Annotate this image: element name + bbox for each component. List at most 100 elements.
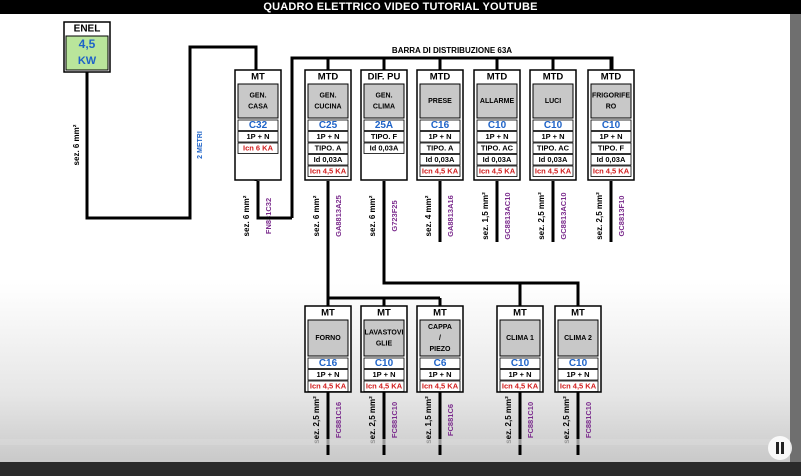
breaker-code: FC881C16 bbox=[334, 402, 343, 438]
breaker-handle bbox=[499, 319, 541, 357]
breaker-code: GA8813A25 bbox=[334, 195, 343, 237]
breaker-row bbox=[363, 380, 405, 392]
breaker-poles: 1P + N bbox=[599, 132, 622, 141]
breaker-name: CLIMA 1 bbox=[506, 335, 534, 342]
breaker-icn: Icn 4,5 KA bbox=[479, 166, 516, 175]
breaker-rating: C16 bbox=[319, 358, 338, 369]
breaker-rating: 25A bbox=[375, 120, 393, 131]
breaker-name: CAPPA bbox=[428, 324, 452, 331]
breaker-type: MT bbox=[377, 308, 391, 319]
breaker-row bbox=[590, 165, 632, 177]
breaker-name: RO bbox=[606, 103, 617, 110]
breaker-tipo: TIPO. A bbox=[427, 143, 454, 152]
breaker-name: GEN. bbox=[319, 92, 336, 99]
breaker-icn: Icn 4,5 KA bbox=[593, 166, 630, 175]
cable-section: sez. 2,5 mm² bbox=[312, 396, 321, 444]
cable-section: sez. 6 mm² bbox=[312, 195, 321, 236]
breaker-row bbox=[419, 119, 461, 131]
breaker-name: LAVASTOVI bbox=[365, 329, 404, 336]
breaker-tipo: TIPO. A bbox=[315, 143, 342, 152]
breaker-row bbox=[532, 142, 574, 154]
breaker-handle bbox=[307, 83, 349, 119]
breaker-type: MTD bbox=[543, 72, 564, 83]
breaker-id: Id 0,03A bbox=[426, 155, 455, 164]
breaker-row bbox=[419, 154, 461, 166]
breaker-name: FORNO bbox=[315, 335, 341, 342]
breaker-name: GLIE bbox=[376, 340, 393, 347]
breaker-code: GC8813AC10 bbox=[503, 192, 512, 239]
breaker-id: Id 0,03A bbox=[539, 155, 568, 164]
breaker-row bbox=[363, 131, 405, 143]
breaker-rating: C10 bbox=[488, 120, 507, 131]
breaker-row bbox=[363, 369, 405, 381]
main-cable-distance: 2 METRI bbox=[197, 131, 204, 159]
breaker-row bbox=[532, 131, 574, 143]
breaker-poles: 1P + N bbox=[566, 370, 589, 379]
enel-power-value: 4,5 bbox=[79, 37, 96, 51]
cable-section: sez. 2,5 mm² bbox=[595, 192, 604, 240]
breaker-row bbox=[307, 154, 349, 166]
breaker-row bbox=[237, 131, 279, 143]
breaker-id: Id 0,03A bbox=[597, 155, 626, 164]
breaker-code: G723F25 bbox=[390, 200, 399, 231]
breaker-type: MT bbox=[433, 308, 447, 319]
breaker-row bbox=[476, 131, 518, 143]
breaker-row bbox=[499, 357, 541, 369]
breaker-icn: Icn 4,5 KA bbox=[366, 381, 403, 390]
breaker-icn: Icn 4,5 KA bbox=[560, 381, 597, 390]
breaker-icn: Icn 4,5 KA bbox=[535, 166, 572, 175]
breaker-row bbox=[532, 154, 574, 166]
breaker-row bbox=[307, 165, 349, 177]
breaker-row bbox=[419, 131, 461, 143]
breaker-poles: 1P + N bbox=[508, 370, 531, 379]
video-progress-bar[interactable] bbox=[0, 439, 790, 445]
breaker-type: MTD bbox=[487, 72, 508, 83]
breaker-row bbox=[557, 357, 599, 369]
breaker-name: LUCI bbox=[545, 98, 561, 105]
breaker-icn: Icn 4,5 KA bbox=[422, 381, 459, 390]
breaker-tipo: Id 0,03A bbox=[370, 143, 399, 152]
breaker-rating: C32 bbox=[249, 120, 268, 131]
breaker-handle bbox=[419, 83, 461, 119]
pause-icon[interactable] bbox=[768, 436, 792, 460]
breaker-rating: C10 bbox=[569, 358, 588, 369]
breaker-handle bbox=[590, 83, 632, 119]
main-feed-cable bbox=[85, 45, 258, 220]
breaker-icn: Icn 4,5 KA bbox=[310, 166, 347, 175]
breaker-row bbox=[590, 119, 632, 131]
breaker-name: FRIGORIFE bbox=[592, 92, 630, 99]
breaker-name: GEN. bbox=[249, 92, 266, 99]
breaker-name: ALLARME bbox=[480, 98, 515, 105]
breaker-name: CUCINA bbox=[314, 103, 341, 110]
breaker-poles: 1P + N bbox=[485, 132, 508, 141]
breaker-row bbox=[307, 142, 349, 154]
breaker-handle bbox=[237, 83, 279, 119]
breaker-poles: 1P + N bbox=[316, 370, 339, 379]
breaker-row bbox=[476, 119, 518, 131]
breaker-type: MT bbox=[513, 308, 527, 319]
enel-label: ENEL bbox=[74, 24, 101, 35]
breaker-poles: 1P + N bbox=[428, 132, 451, 141]
breaker-row bbox=[476, 154, 518, 166]
breaker-type: MT bbox=[251, 72, 265, 83]
breaker-rating: C10 bbox=[602, 120, 621, 131]
breaker-row bbox=[307, 369, 349, 381]
breaker-type: MT bbox=[321, 308, 335, 319]
breaker-tipo: TIPO. AC bbox=[537, 143, 570, 152]
breaker-id: Id 0,03A bbox=[314, 155, 343, 164]
breaker-name: CLIMA bbox=[373, 103, 395, 110]
video-title: QUADRO ELETTRICO VIDEO TUTORIAL YOUTUBE bbox=[0, 0, 801, 14]
breaker-handle bbox=[307, 319, 349, 357]
breaker-row bbox=[307, 131, 349, 143]
breaker-code: FC881C10 bbox=[526, 402, 535, 438]
breaker-row bbox=[532, 165, 574, 177]
breaker-code: FC881C10 bbox=[390, 402, 399, 438]
breaker-rating: C6 bbox=[434, 358, 447, 369]
